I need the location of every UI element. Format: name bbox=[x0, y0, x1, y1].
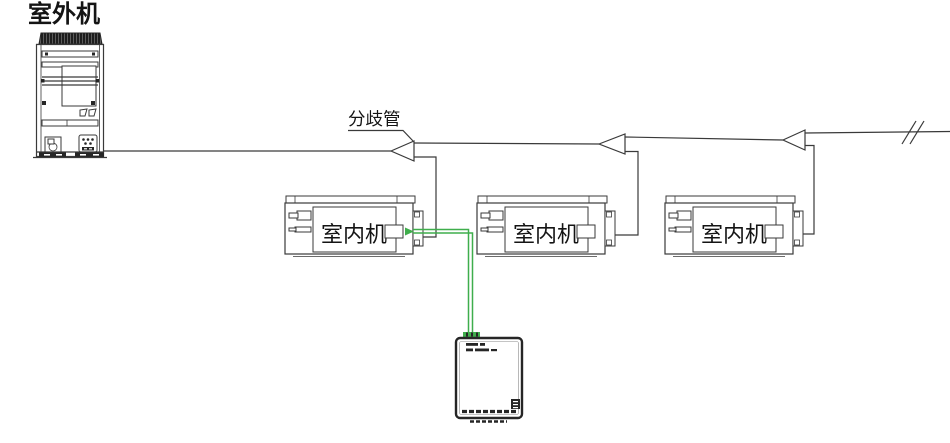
wired-controller bbox=[454, 336, 524, 423]
branch-joint-1 bbox=[389, 140, 415, 162]
unit-top-strip bbox=[665, 195, 796, 204]
controller-fine-print-top bbox=[466, 343, 497, 352]
service-panel bbox=[61, 65, 97, 107]
terminal-block bbox=[792, 210, 804, 247]
indoor-unit-1: 室内机 bbox=[284, 195, 424, 257]
unit-display-window bbox=[576, 224, 596, 239]
pipe-stubs bbox=[288, 210, 312, 233]
outdoor-unit: 室外机 bbox=[28, 0, 107, 159]
wire-connector-arrow bbox=[405, 227, 414, 236]
outdoor-unit-label: 室外机 bbox=[28, 0, 100, 28]
indoor-unit-label: 室内机 bbox=[321, 222, 387, 247]
control-wiring bbox=[405, 227, 480, 337]
main-line-segment-3 bbox=[624, 136, 784, 141]
pipe-assembly bbox=[44, 136, 62, 153]
branch-pipe-label: 分歧管 bbox=[348, 109, 401, 129]
unit-top-strip bbox=[285, 195, 416, 204]
top-band-1 bbox=[41, 50, 99, 58]
outdoor-unit-drawing bbox=[33, 32, 107, 159]
branch-pipe-leader bbox=[348, 129, 415, 143]
pipe-stubs bbox=[480, 210, 504, 233]
indoor-unit-3: 室内机 bbox=[664, 195, 804, 257]
base-feet bbox=[33, 151, 107, 159]
main-line-segment-2 bbox=[413, 142, 600, 145]
branch-drop-3 bbox=[801, 144, 815, 235]
controller-inner-frame bbox=[459, 341, 519, 415]
unit-display-window bbox=[384, 224, 404, 239]
controller-logo-block bbox=[511, 399, 520, 409]
valve-fittings bbox=[79, 108, 97, 117]
branch-drop-1 bbox=[414, 156, 437, 238]
coil-lines bbox=[41, 76, 99, 86]
indoor-unit-label: 室内机 bbox=[513, 222, 579, 247]
unit-top-strip bbox=[477, 195, 608, 204]
branch-drop-2 bbox=[613, 150, 639, 236]
main-line-segment-4 bbox=[804, 130, 950, 134]
terminal-block bbox=[604, 210, 616, 247]
branch-joint-3 bbox=[781, 129, 806, 151]
indoor-unit-label: 室内机 bbox=[701, 222, 767, 247]
refrigerant-piping bbox=[104, 120, 950, 238]
unit-front-panel bbox=[692, 206, 777, 253]
wire-run-b bbox=[413, 232, 474, 334]
unit-front-panel bbox=[504, 206, 589, 253]
branch-pipe-callout: 分歧管 bbox=[348, 109, 415, 143]
pipe-break-symbol bbox=[901, 120, 925, 145]
indoor-unit-2: 室内机 bbox=[476, 195, 616, 257]
pipe-stubs bbox=[668, 210, 692, 233]
compressor-box bbox=[78, 134, 98, 153]
unit-display-window bbox=[764, 224, 784, 239]
branch-joint-2 bbox=[597, 133, 626, 155]
fan-grille bbox=[38, 32, 103, 45]
controller-case bbox=[454, 336, 524, 420]
wire-run-a bbox=[413, 228, 470, 334]
terminal-block bbox=[412, 210, 424, 247]
mid-band bbox=[41, 119, 99, 127]
